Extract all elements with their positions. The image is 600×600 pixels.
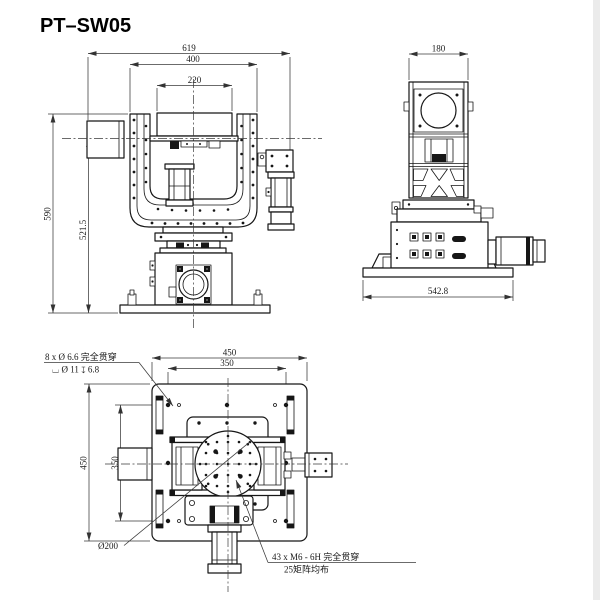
platform-clamp-right bbox=[208, 140, 221, 149]
side-base-box bbox=[390, 221, 489, 269]
side-dim-base-width: 542.8 bbox=[428, 286, 449, 296]
drawing-title: PT–SW05 bbox=[40, 15, 131, 37]
fan-circle bbox=[420, 92, 457, 129]
note-corner-holes-line1: 8 x Ø 6.6 完全贯穿 bbox=[45, 351, 117, 362]
front-dim-total-height: 590 bbox=[43, 207, 53, 221]
note-grid-holes-line1: 43 x M6 - 6H 完全贯穿 bbox=[272, 551, 359, 562]
front-dim-platform-width: 220 bbox=[188, 75, 202, 85]
counterweight-box bbox=[86, 120, 125, 159]
front-dim-yoke-width: 400 bbox=[186, 54, 200, 64]
front-dim-total-width: 619 bbox=[182, 43, 196, 53]
sheet-edge-shadow bbox=[593, 0, 600, 600]
side-view: 180 bbox=[362, 44, 546, 301]
front-tilt-motor bbox=[164, 163, 195, 207]
label-circle-diameter: Ø200 bbox=[98, 541, 118, 551]
plan-motor-shaft bbox=[304, 452, 333, 478]
side-dim-body-width: 180 bbox=[432, 44, 446, 54]
plan-dim-hole-pitch-depth: 350 bbox=[110, 456, 120, 470]
front-side-motor bbox=[257, 149, 295, 231]
front-counterweight bbox=[86, 120, 125, 159]
plan-view: 450 350 450 350 bbox=[44, 348, 416, 592]
motor-bracket bbox=[265, 149, 294, 173]
lifting-lug-left bbox=[127, 293, 137, 306]
plan-annotations: 8 x Ø 6.6 完全贯穿 ⌴ Ø 11 ↧ 6.8 Ø200 43 x M6… bbox=[44, 351, 416, 575]
side-base-plate bbox=[362, 267, 514, 278]
corner-holes-leader bbox=[138, 362, 174, 407]
plan-dim-plate-depth: 450 bbox=[79, 456, 89, 470]
grid-holes-leader bbox=[235, 479, 269, 563]
circle-diameter-leader bbox=[123, 440, 252, 546]
note-grid-holes-line2: 25矩阵均布 bbox=[284, 564, 329, 575]
note-corner-holes-line2: ⌴ Ø 11 ↧ 6.8 bbox=[52, 365, 100, 375]
connector-panel bbox=[409, 232, 466, 259]
front-base-plate bbox=[119, 304, 271, 314]
yoke-bolt-holes bbox=[132, 118, 255, 225]
side-extension-lines bbox=[362, 58, 514, 301]
side-base bbox=[362, 221, 546, 278]
platform-block bbox=[156, 112, 233, 137]
front-extension-lines bbox=[48, 57, 291, 314]
platform-clamp-mid bbox=[180, 140, 208, 148]
side-column bbox=[403, 81, 474, 199]
plan-bottom-motor bbox=[184, 495, 254, 574]
front-view: 619 400 220 590 521.5 bbox=[43, 43, 322, 330]
plan-corner-rails bbox=[155, 395, 295, 529]
plan-dim-hole-pitch-width: 350 bbox=[220, 358, 234, 368]
fan-panel bbox=[413, 88, 464, 133]
lifting-lug-right bbox=[253, 293, 263, 306]
column-truss-cutouts bbox=[413, 168, 464, 197]
front-dim-axis-height: 521.5 bbox=[78, 219, 88, 240]
plan-dim-plate-width: 450 bbox=[223, 348, 237, 358]
side-pan-motor bbox=[487, 236, 546, 266]
